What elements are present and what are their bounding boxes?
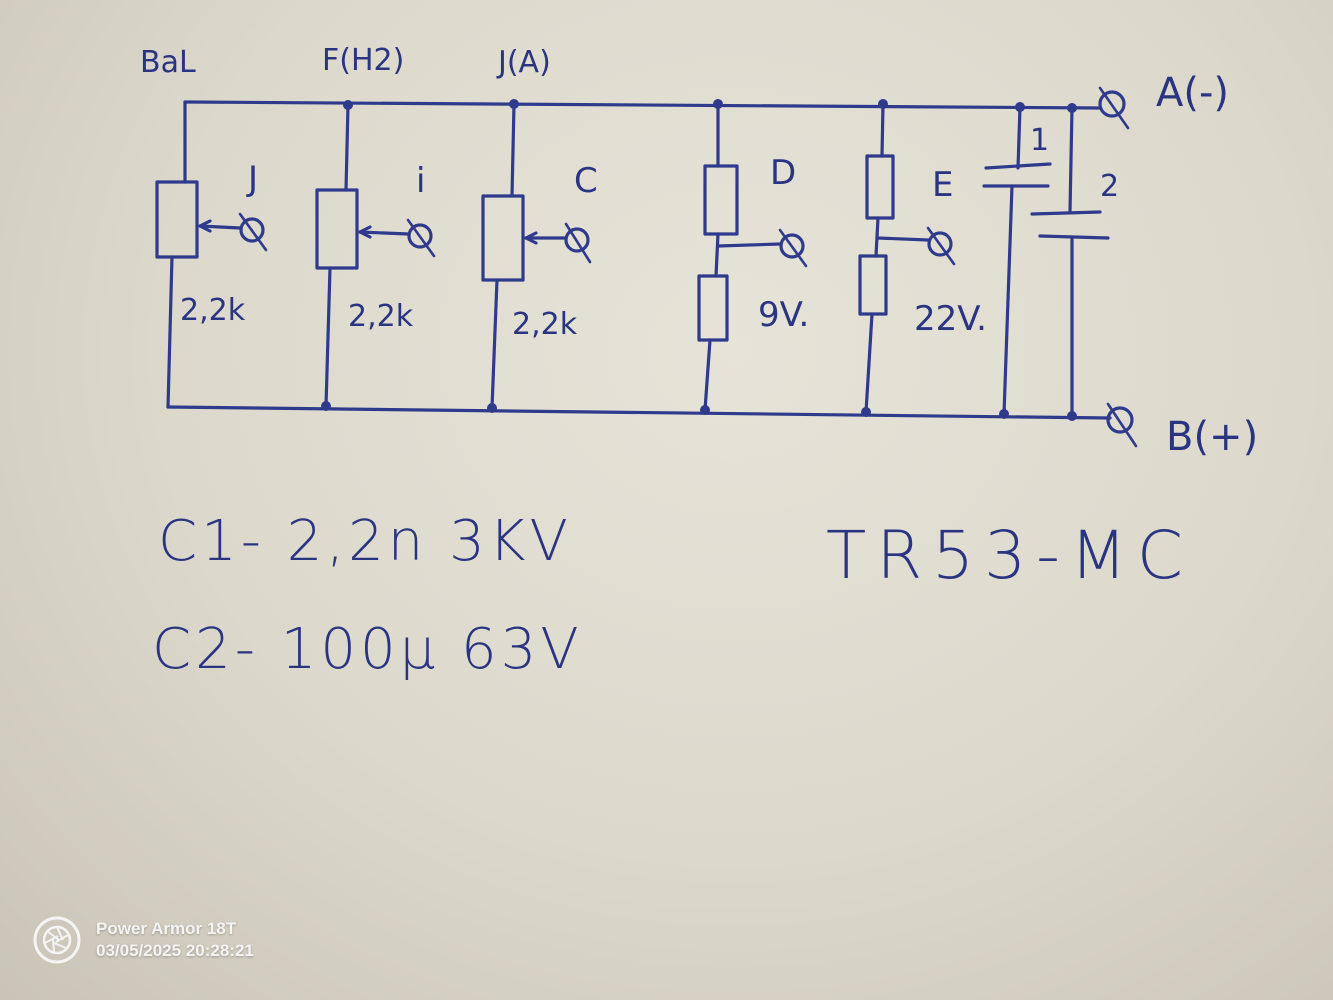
pot-i-letter: i bbox=[416, 161, 425, 201]
note-model: TR53-MC bbox=[826, 517, 1193, 594]
voltage-divider-e bbox=[858, 102, 956, 414]
divider-d-letter: D bbox=[770, 153, 796, 193]
potentiometer-i bbox=[315, 103, 436, 408]
pot-c-letter: C bbox=[574, 161, 598, 201]
capacitor-c2-mark: 2 bbox=[1100, 169, 1119, 204]
capacitor-c2 bbox=[1030, 106, 1110, 418]
capacitor-c1 bbox=[982, 105, 1052, 416]
divider-d-value: 9V. bbox=[758, 295, 809, 335]
bottom-rail bbox=[166, 405, 1112, 420]
note-c1: C1- 2,2n 3KV bbox=[158, 509, 572, 574]
potentiometer-c bbox=[481, 102, 592, 410]
terminal-a bbox=[1098, 86, 1130, 130]
terminal-b-label: B(+) bbox=[1166, 414, 1258, 460]
pot-i-value: 2,2k bbox=[348, 299, 414, 334]
potentiometer-j bbox=[155, 100, 268, 409]
pot-c-value: 2,2k bbox=[512, 307, 578, 342]
pot-j-value: 2,2k bbox=[180, 293, 246, 328]
divider-e-letter: E bbox=[932, 165, 953, 205]
camera-aperture-icon bbox=[33, 916, 81, 964]
watermark-brand: Power Armor 18T bbox=[96, 919, 237, 938]
watermark-timestamp: 03/05/2025 20:28:21 bbox=[96, 941, 254, 960]
pot-j-letter: J bbox=[246, 159, 258, 199]
camera-watermark: Power Armor 18T 03/05/2025 20:28:21 bbox=[32, 915, 254, 965]
header-fh2: F(H2) bbox=[322, 43, 404, 78]
divider-e-value: 22V. bbox=[914, 299, 987, 339]
note-c2: C2- 100µ 63V bbox=[152, 617, 583, 682]
voltage-divider-d bbox=[697, 102, 808, 412]
header-bal: BaL bbox=[140, 45, 196, 80]
header-ja: J(A) bbox=[496, 45, 551, 80]
terminal-b bbox=[1106, 402, 1138, 448]
top-rail bbox=[183, 100, 1102, 110]
capacitor-c1-mark: 1 bbox=[1030, 123, 1049, 158]
terminal-a-label: A(-) bbox=[1156, 70, 1229, 116]
